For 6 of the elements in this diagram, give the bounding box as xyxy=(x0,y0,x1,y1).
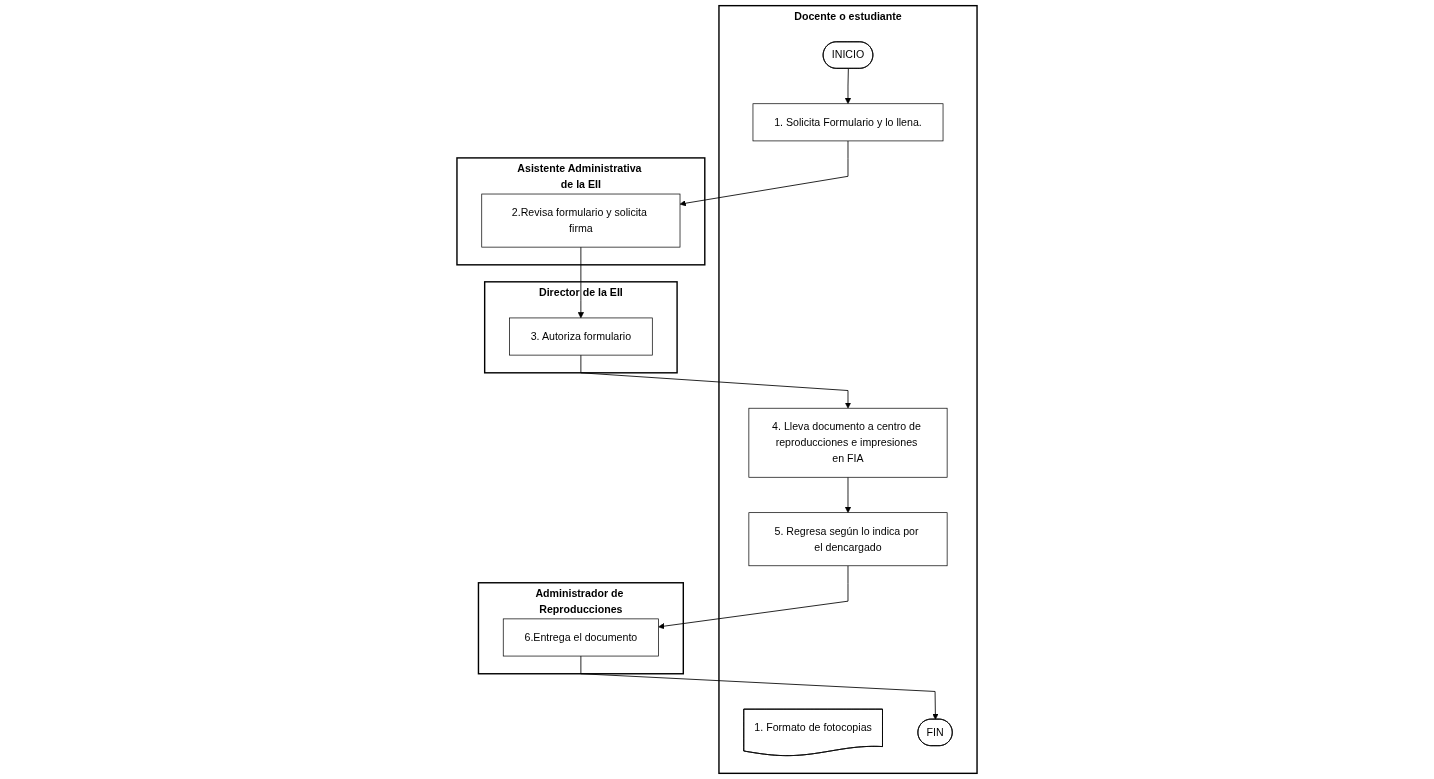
node-box: 3. Autoriza formulario xyxy=(509,317,653,356)
node-box: 5. Regresa según lo indica por el dencargado xyxy=(748,512,948,567)
node-box: 2.Revisa formulario y solicita firma xyxy=(481,193,681,248)
node-box: 1. Solicita Formulario y lo llena. xyxy=(752,103,944,142)
node-box: 6.Entrega el documento xyxy=(502,618,659,657)
node-box: 4. Lleva documento a centro de reproducciones e impresiones en FIA xyxy=(748,407,948,478)
